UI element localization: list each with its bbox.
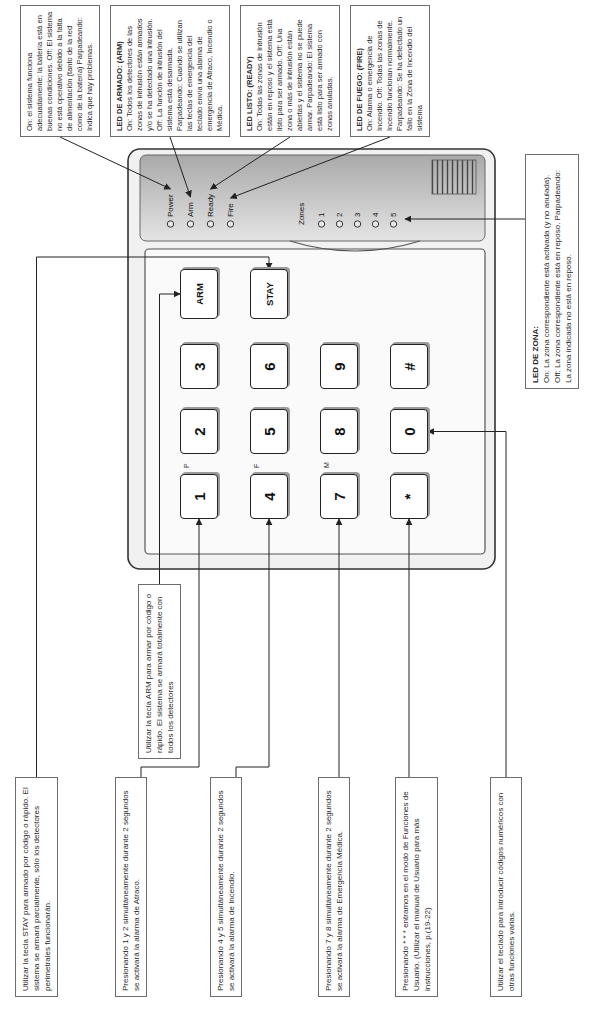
led-dot xyxy=(372,221,378,227)
key-letter: P xyxy=(182,463,191,468)
callout-heading: LED DE ARMADO: (ARM) xyxy=(115,11,125,131)
led-dots xyxy=(167,221,396,227)
led-dot xyxy=(227,221,233,227)
key-label: ARM xyxy=(194,283,205,305)
callout-text: On: el sistema funciona adecuadamente; l… xyxy=(25,11,95,131)
keypad-key: 1 xyxy=(180,474,218,519)
keypad-key: 4 xyxy=(250,474,288,519)
led-label: Power xyxy=(165,194,176,217)
zone-number: 3 xyxy=(352,213,363,217)
callout-text: Presionando * * * entramos en el modo de… xyxy=(400,783,433,991)
key-label: 2 xyxy=(191,427,208,435)
panel-curve xyxy=(290,241,420,251)
keypad-key: STAY xyxy=(250,269,288,319)
callout-arrow xyxy=(339,519,340,777)
callout-text: Utilizar la tecla STAY para armado por c… xyxy=(20,783,53,991)
key-label: 7 xyxy=(331,492,348,500)
keypad-key: # xyxy=(390,344,428,389)
callout-text: Utilizar el teclado para introducir códi… xyxy=(495,783,517,991)
callout-box: Presionando 4 y 5 simultáneamente durant… xyxy=(210,777,242,997)
led-label: Fire xyxy=(225,203,236,217)
led-dot xyxy=(318,221,324,227)
key-label: 6 xyxy=(261,362,278,370)
key-label: * xyxy=(401,494,418,500)
connectors xyxy=(37,257,507,777)
zone-number: 1 xyxy=(316,213,327,217)
key-label: 3 xyxy=(191,362,208,370)
led-dot xyxy=(336,221,342,227)
speaker-grill xyxy=(432,160,476,194)
callout-text: Utilizar la tecla ARM para armar por cód… xyxy=(143,590,176,753)
callout-text: Presionando 4 y 5 simultáneamente durant… xyxy=(215,783,237,991)
callout-heading: LED LISTO: (READY) xyxy=(245,11,255,131)
keypad-key: 3 xyxy=(180,344,218,389)
keypad-key: 6 xyxy=(250,344,288,389)
key-letter: M xyxy=(322,462,331,468)
callout-text: Presionando 7 y 8 simultáneamente durant… xyxy=(323,783,345,991)
keypad-key: 8 xyxy=(320,409,358,454)
callout-heading: LED DE FUEGO: (FIRE) xyxy=(355,11,365,131)
key-label: 9 xyxy=(331,362,348,370)
key-label: 4 xyxy=(261,492,278,500)
keypad-key: 2 xyxy=(180,409,218,454)
callout-text: On: Alarma o emergencia de Incendio. Off… xyxy=(365,11,425,131)
zone-number: 2 xyxy=(334,213,345,217)
callout-text: On: Todos los detectores de las zonas de… xyxy=(125,11,225,131)
key-label: STAY xyxy=(264,282,275,306)
callout-text: On: La zona correspondiente está activad… xyxy=(541,160,574,383)
keypad-key: 7 xyxy=(320,474,358,519)
callout-box: On: el sistema funciona adecuadamente; l… xyxy=(20,5,100,137)
keypad-key: 5 xyxy=(250,409,288,454)
led-label: Arm xyxy=(185,202,196,217)
keypad-frame xyxy=(145,249,485,554)
callout-box: Utilizar la tecla STAY para armado por c… xyxy=(15,777,58,997)
zone-number: 4 xyxy=(370,213,381,217)
key-label: 0 xyxy=(401,427,418,435)
leader-line xyxy=(231,137,391,198)
callout-arrow xyxy=(236,519,269,777)
key-label: 1 xyxy=(191,492,208,500)
keypad-housing xyxy=(128,149,495,569)
key-label: 8 xyxy=(331,427,348,435)
led-dot xyxy=(187,221,193,227)
callout-heading: LED DE ZONA: xyxy=(530,160,541,383)
keypad-key: 9 xyxy=(320,344,358,389)
led-dot xyxy=(354,221,360,227)
callout-box: LED DE ARMADO: (ARM)On: Todos los detect… xyxy=(110,5,230,137)
callout-box: LED DE FUEGO: (FIRE)On: Alarma o emergen… xyxy=(350,5,430,137)
keypad-key: 0 xyxy=(390,409,428,454)
callout-box: LED DE ZONA:On: La zona correspondiente … xyxy=(525,154,579,389)
callout-arrow xyxy=(160,294,181,584)
keypad-key: ARM xyxy=(180,269,218,319)
led-dot xyxy=(207,221,213,227)
callout-text: On: Todas las zonas de intrusión están e… xyxy=(255,11,335,131)
callout-box: Presionando 7 y 8 simultáneamente durant… xyxy=(318,777,350,997)
key-label: 5 xyxy=(261,427,278,435)
led-dot xyxy=(167,221,173,227)
callout-box: Presionando 1 y 2 simultáneamente durant… xyxy=(115,777,147,997)
callout-box: Utilizar la tecla ARM para armar por cód… xyxy=(138,584,181,759)
callout-arrow xyxy=(428,432,506,778)
zones-label: Zones xyxy=(296,203,307,225)
key-label: # xyxy=(401,362,418,370)
callout-box: LED LISTO: (READY)On: Todas las zonas de… xyxy=(240,5,340,137)
leader-line xyxy=(211,137,291,189)
callout-text: Presionando 1 y 2 simultáneamente durant… xyxy=(120,783,142,991)
keypad-key: * xyxy=(390,474,428,519)
led-dot xyxy=(390,221,396,227)
callout-box: Presionando * * * entramos en el modo de… xyxy=(395,777,438,997)
led-label: Ready xyxy=(205,194,216,217)
zone-number: 5 xyxy=(388,213,399,217)
led-panel xyxy=(140,155,485,241)
callout-arrow xyxy=(37,257,270,777)
callout-box: Utilizar el teclado para introducir códi… xyxy=(490,777,522,997)
leader-line xyxy=(405,219,525,220)
leader-line xyxy=(60,137,171,189)
key-letter: F xyxy=(252,464,261,468)
leader-line xyxy=(170,137,191,197)
callout-arrow xyxy=(409,519,410,777)
leader-lines xyxy=(60,137,525,219)
